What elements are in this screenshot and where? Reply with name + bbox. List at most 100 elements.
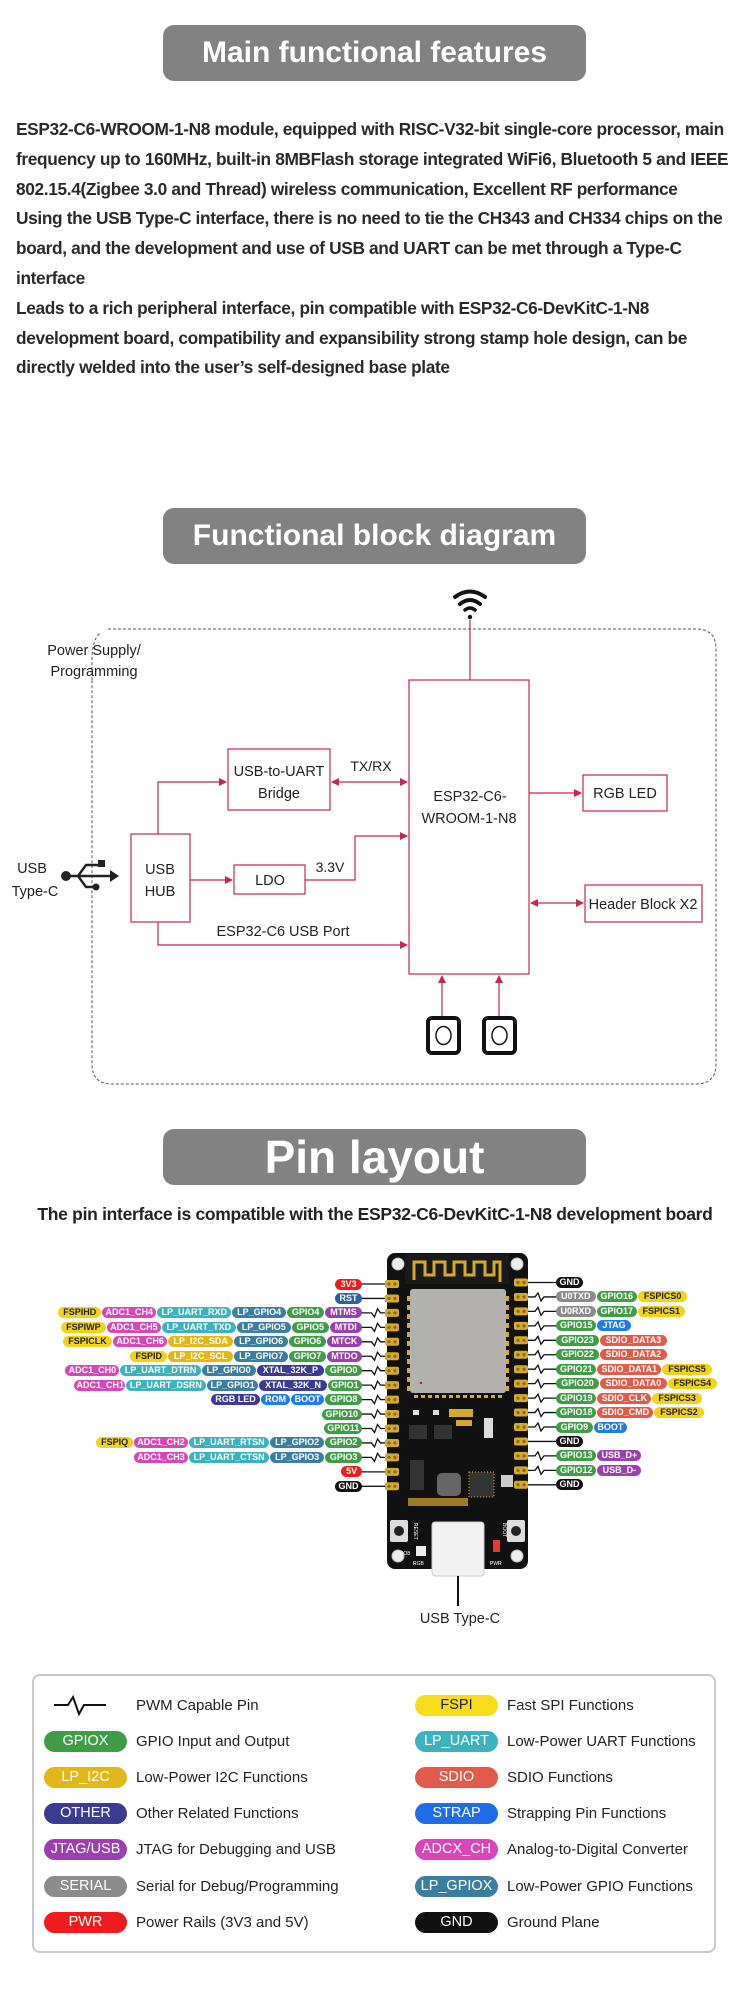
header-pin-pad: [514, 1379, 528, 1388]
header-pin-pad: [385, 1410, 399, 1419]
legend-pill-strap: STRAP: [415, 1803, 498, 1825]
pin-label-sdio-data3: SDIO_DATA3: [600, 1334, 667, 1346]
pwm-wave-icon: [362, 1452, 385, 1463]
header-pin-pad: [385, 1352, 399, 1361]
legend-text: Serial for Debug/Programming: [136, 1877, 339, 1895]
pwm-wave-icon: [362, 1322, 385, 1333]
usb-c-connector: [431, 1521, 485, 1577]
legend-pill-jtag-usb: JTAG/USB: [44, 1839, 127, 1861]
pwm-wave-icon: [528, 1465, 556, 1476]
pin-label-gpio15: GPIO15: [556, 1320, 597, 1332]
module-shield-area: [405, 1254, 509, 1284]
button-icon: [482, 1016, 517, 1055]
pin-label-gpio23: GPIO23: [556, 1334, 600, 1346]
header-block-label: Header Block X2: [589, 897, 698, 913]
pin-label-lp-i2c-scl: LP_I2C_SCL: [168, 1350, 234, 1362]
board-boundary: [91, 628, 717, 1085]
module-shield: [410, 1289, 506, 1393]
usb-typec-label: Type-C: [12, 884, 59, 900]
pin-label-adc1-ch6: ADC1_CH6: [113, 1336, 168, 1348]
board-image: RESET BOOT RGB IO8 PWR USB Type-C: [362, 1253, 556, 1627]
pin-label-gpio16: GPIO16: [596, 1291, 637, 1303]
pwm-wave-icon: [362, 1307, 385, 1319]
wifi-icon: [453, 589, 487, 620]
header-pin-pad: [514, 1350, 528, 1359]
pwm-wave-icon: [528, 1363, 556, 1375]
pin-label-fspics3: FSPICS3: [652, 1392, 702, 1404]
programming-label: Programming: [50, 664, 137, 680]
mounting-hole: [391, 1549, 405, 1563]
pin-label-gpio22: GPIO22: [556, 1349, 600, 1361]
header-pin-pad: [385, 1280, 399, 1288]
legend-text: Low-Power UART Functions: [507, 1732, 696, 1750]
pin-label-gpio18: GPIO18: [556, 1407, 597, 1419]
pin-label-3v3: 3V3: [335, 1278, 362, 1290]
legend-pill-lp-gpiox: LP_GPIOX: [415, 1875, 498, 1897]
pin-label-gpio1: GPIO1: [327, 1379, 362, 1391]
pwm-wave-icon: [362, 1437, 385, 1449]
pwm-wave-icon: [528, 1392, 556, 1404]
pin-label-lp-uart-rxd: LP_UART_RXD: [157, 1307, 232, 1319]
legend-text: JTAG for Debugging and USB: [136, 1841, 336, 1859]
pin-label-adc1-ch1: ADC1_CH1: [73, 1379, 125, 1391]
header-pin-pad: [385, 1424, 399, 1433]
pwm-wave-icon: [362, 1423, 385, 1434]
pin-label-gpio17: GPIO17: [596, 1305, 637, 1317]
legend-pill-gpiox: GPIOX: [44, 1730, 127, 1752]
header-pin-pad: [385, 1381, 399, 1390]
pwm-wave-icon: [528, 1349, 556, 1361]
pin-label-adc1-ch3: ADC1_CH3: [134, 1451, 188, 1463]
usb-hub-label: USB: [145, 862, 175, 878]
mounting-hole: [391, 1257, 405, 1271]
hub-to-bridge-line: [157, 778, 227, 834]
esp32-module-block: [408, 679, 530, 975]
legend-pill-serial: SERIAL: [44, 1875, 127, 1897]
pin-label-gpio9: GPIO9: [556, 1421, 593, 1433]
v33-label: 3.3V: [316, 859, 345, 875]
pwm-wave-icon: [528, 1320, 556, 1332]
pin-label-adc1-ch4: ADC1_CH4: [102, 1307, 157, 1319]
pin-label-mtdo: MTDO: [326, 1350, 362, 1362]
usb-hub-block: [130, 833, 191, 923]
pin-label-xtal-32k-n: XTAL_32K_N: [259, 1379, 327, 1391]
silk-rgb: RGB: [413, 1561, 425, 1567]
pin-label-gpio8: GPIO8: [325, 1394, 362, 1406]
pin-label-rst: RST: [335, 1292, 362, 1304]
pin-label-lp-uart-ctsn: LP_UART_CTSN: [189, 1451, 270, 1463]
usb-icon: [61, 860, 119, 891]
pwm-wave-icon: [528, 1450, 556, 1462]
bridge-label: USB-to-UART: [234, 764, 325, 780]
pin-label-fspics0: FSPICS0: [637, 1291, 688, 1303]
pwm-wave-icon: [362, 1350, 385, 1362]
silk-boot: BOOT: [501, 1523, 507, 1537]
pin-label-gpio11: GPIO11: [324, 1423, 362, 1434]
pin-label-fspiwp: FSPIWP: [60, 1321, 106, 1333]
usb-port-label: ESP32-C6 USB Port: [217, 924, 350, 940]
pin-label-gpio20: GPIO20: [556, 1378, 600, 1390]
pwm-wave-icon: [362, 1336, 385, 1348]
pin-label-lp-gpio2: LP_GPIO2: [270, 1437, 325, 1449]
pin-label-boot: BOOT: [291, 1394, 325, 1406]
pin-label-rom: ROM: [261, 1394, 290, 1406]
silk-reset: RESET: [412, 1523, 418, 1540]
header-pin-pad: [514, 1336, 528, 1345]
feature-paragraph: Leads to a rich peripheral interface, pi…: [16, 297, 687, 378]
ldo-label: LDO: [255, 873, 285, 889]
pin-label-rgb-led: RGB LED: [210, 1394, 261, 1406]
pin-label-gpio4: GPIO4: [287, 1307, 324, 1319]
pin-subtitle: The pin interface is compatible with the…: [37, 1204, 713, 1224]
hub-to-esp-usb-line: [157, 922, 408, 949]
pin-label-gpio5: GPIO5: [291, 1321, 329, 1333]
pin-label-lp-gpio6: LP_GPIO6: [234, 1336, 289, 1348]
legend-pill-lp-uart: LP_UART: [415, 1730, 498, 1752]
pin-label-lp-gpio7: LP_GPIO7: [234, 1350, 289, 1362]
header-pin-pad: [514, 1292, 528, 1301]
rgb-led: [416, 1546, 426, 1556]
usb-hub-label: HUB: [145, 884, 176, 900]
pin-label-gpio12: GPIO12: [556, 1464, 597, 1476]
esp32-label: ESP32-C6-: [433, 789, 507, 805]
